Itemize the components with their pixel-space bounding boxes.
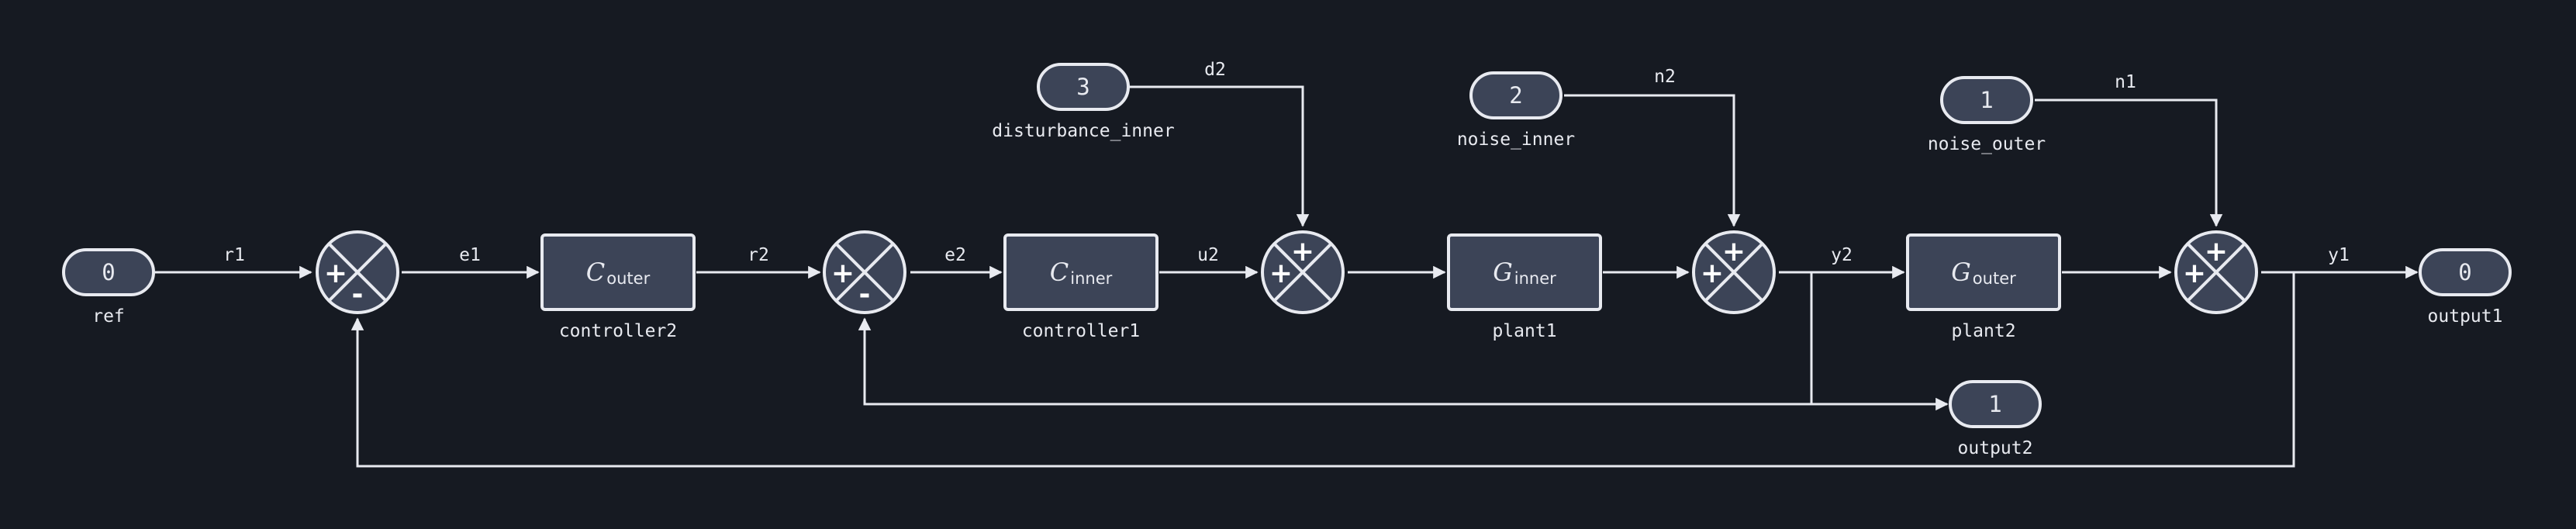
wire-feedback-inner [858, 272, 1813, 406]
sum-junction-3[interactable]: + + [1261, 230, 1345, 314]
port-noise-inner-label: noise_inner [1457, 130, 1575, 150]
port-noise-inner[interactable]: 2 noise_inner [1457, 71, 1575, 150]
sum-junction-5[interactable]: + + [2174, 230, 2258, 314]
block-controller2-title: Couter [586, 258, 651, 288]
port-disturbance-inner-label: disturbance_inner [992, 121, 1174, 141]
wire-n1 [2035, 99, 2223, 227]
port-ref-label: ref [92, 306, 125, 327]
signal-label-r1: r1 [223, 245, 245, 265]
sum-junction-3-left-sign: + [1269, 258, 1293, 289]
sum-junction-4-left-sign: + [1701, 258, 1724, 289]
port-output2-label: output2 [1958, 438, 2033, 458]
port-noise-outer-label: noise_outer [1928, 134, 2046, 154]
wires [155, 85, 2419, 468]
block-controller1-title: Cinner [1050, 258, 1113, 288]
block-plant1-title: Ginner [1493, 258, 1556, 288]
sum-junction-5-top-sign: + [2205, 236, 2228, 268]
port-noise-outer-number: 1 [1980, 87, 1993, 113]
block-plant2[interactable]: Gouter plant2 [1906, 233, 2061, 341]
port-noise-outer[interactable]: 1 noise_outer [1928, 76, 2046, 154]
sum-junction-2[interactable]: + - [823, 230, 906, 314]
signal-label-y2: y2 [1831, 245, 1853, 265]
sum-junction-1[interactable]: + - [316, 230, 399, 314]
signal-label-y1: y1 [2328, 245, 2350, 265]
signal-labels: r1 e1 r2 e2 u2 d2 n2 y2 n1 y1 [223, 60, 2350, 265]
block-controller1-label: controller1 [1022, 321, 1140, 341]
wire-d2 [1128, 85, 1310, 227]
block-controller1[interactable]: Cinner controller1 [1003, 233, 1159, 341]
block-plant2-label: plant2 [1951, 321, 2015, 341]
port-disturbance-inner[interactable]: 3 disturbance_inner [992, 63, 1175, 141]
sum-junction-1-bottom-sign: - [352, 278, 364, 310]
wire-feedback-outer [350, 272, 2295, 468]
sum-junction-2-bottom-sign: - [859, 278, 871, 310]
sum-junction-5-left-sign: + [2183, 258, 2206, 289]
block-controller2[interactable]: Couter controller2 [540, 233, 696, 341]
sum-junction-2-left-sign: + [831, 258, 855, 289]
signal-label-e1: e1 [459, 245, 481, 265]
signal-label-n1: n1 [2115, 72, 2136, 92]
sum-junction-3-top-sign: + [1291, 236, 1314, 268]
signal-label-u2: u2 [1197, 245, 1219, 265]
port-output1-number: 0 [2458, 259, 2471, 285]
port-output1-label: output1 [2428, 306, 2503, 327]
signal-label-e2: e2 [944, 245, 966, 265]
block-plant1-label: plant1 [1492, 321, 1556, 341]
wire-n2 [1564, 94, 1741, 227]
signal-label-d2: d2 [1204, 60, 1226, 80]
port-ref-number: 0 [102, 259, 115, 285]
block-plant2-title: Gouter [1951, 258, 2016, 288]
port-output1[interactable]: 0 output1 [2419, 248, 2512, 327]
sum-junction-1-left-sign: + [324, 258, 347, 289]
signal-label-n2: n2 [1654, 67, 1676, 87]
port-output2[interactable]: 1 output2 [1949, 380, 2042, 458]
port-disturbance-inner-number: 3 [1076, 74, 1089, 100]
port-noise-inner-number: 2 [1509, 82, 1522, 109]
sum-junction-4-top-sign: + [1722, 236, 1746, 268]
signal-label-r2: r2 [748, 245, 769, 265]
block-plant1[interactable]: Ginner plant1 [1447, 233, 1602, 341]
block-controller2-label: controller2 [559, 321, 677, 341]
sum-junction-4[interactable]: + + [1692, 230, 1776, 314]
port-ref[interactable]: 0 ref [62, 248, 155, 327]
port-output2-number: 1 [1988, 391, 2001, 417]
